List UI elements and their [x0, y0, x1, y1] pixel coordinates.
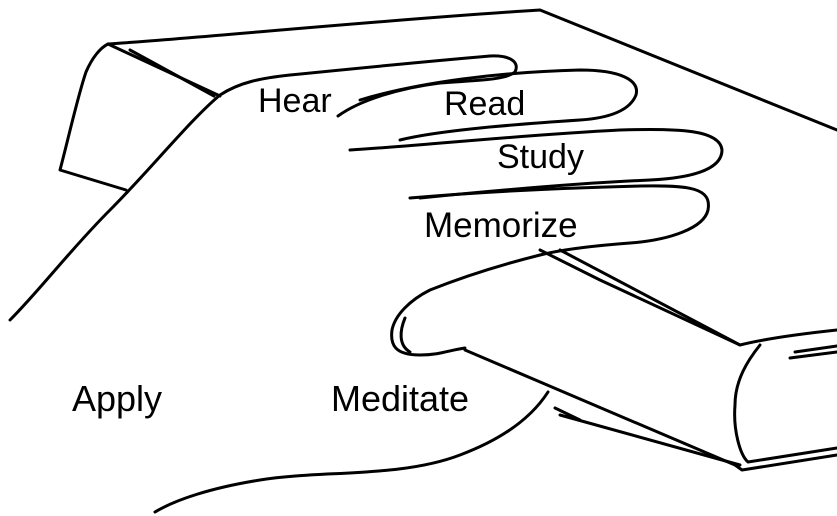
- label-apply: Apply: [72, 381, 162, 417]
- thumb-meditate: [392, 255, 540, 355]
- label-memorize: Memorize: [424, 208, 578, 243]
- book-bottom-right: [735, 345, 837, 462]
- book-right-lines: [790, 346, 837, 358]
- book-lower-page-lines: [555, 408, 740, 465]
- hand-drawing: [10, 56, 722, 512]
- label-read: Read: [444, 87, 525, 121]
- book-spine-inner: [130, 50, 214, 96]
- label-meditate: Meditate: [331, 381, 469, 417]
- book-spine-top: [60, 44, 126, 190]
- book-page-edge: [560, 250, 837, 345]
- label-study: Study: [497, 140, 584, 174]
- hand-wrist-left: [10, 75, 290, 320]
- label-hear: Hear: [258, 84, 332, 118]
- book-lower-corner: [540, 250, 740, 345]
- book-bottom-edge: [465, 350, 735, 465]
- thumb-inner: [401, 318, 410, 352]
